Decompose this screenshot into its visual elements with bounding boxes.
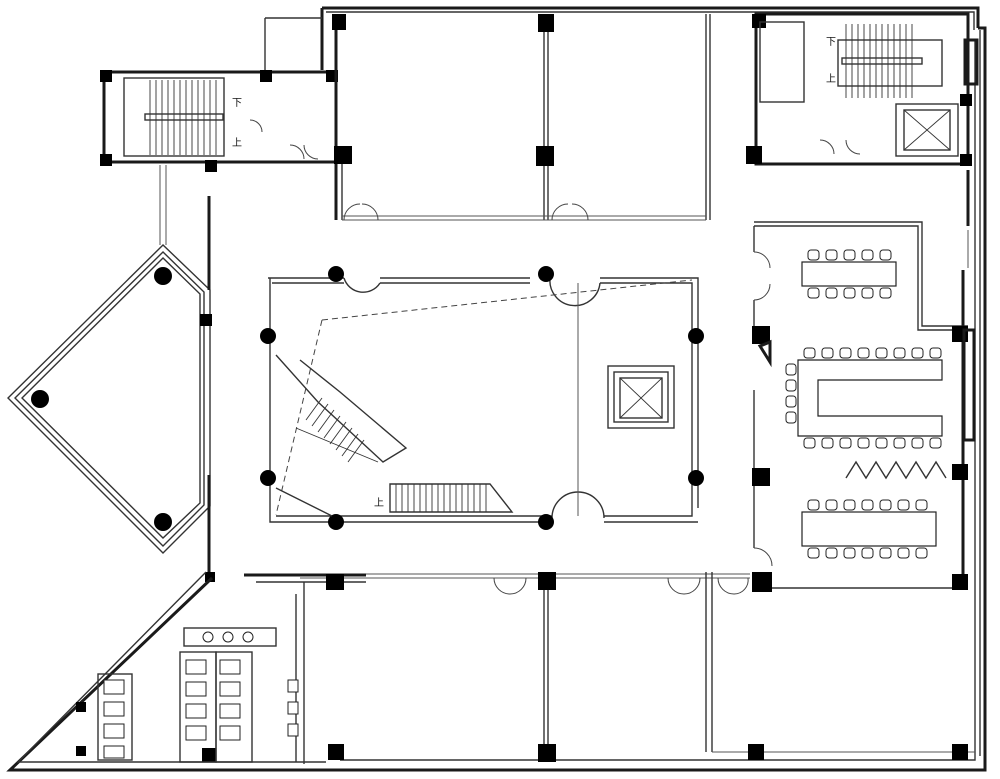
stair-treads-nw <box>144 80 224 155</box>
atrium: 上 <box>260 266 704 530</box>
label-down-nw: 下 <box>232 98 242 109</box>
north-rooms <box>332 14 711 221</box>
label-up-atrium: 上 <box>374 497 384 509</box>
toilet-stalls <box>97 651 299 763</box>
meeting-table-u <box>785 347 943 449</box>
stair-block-nw: 下 上 <box>100 70 338 245</box>
meeting-table-1 <box>801 249 897 299</box>
atrium-elevator <box>607 365 675 429</box>
east-meeting-rooms <box>752 221 976 592</box>
stair-treads-ne <box>841 24 923 98</box>
atrium-stair-upper <box>275 354 408 463</box>
label-up-ne: 上 <box>826 73 836 85</box>
restroom-area <box>6 571 340 772</box>
outer-walls <box>264 6 987 772</box>
south-rooms <box>244 572 975 764</box>
stair-block-ne: 下 上 <box>746 12 979 226</box>
label-up-nw: 上 <box>232 137 242 149</box>
west-wing <box>7 196 215 582</box>
label-down-ne: 下 <box>826 37 836 48</box>
meeting-table-3 <box>801 499 937 559</box>
atrium-stair-lower <box>275 483 514 517</box>
sink-counter <box>183 627 277 647</box>
